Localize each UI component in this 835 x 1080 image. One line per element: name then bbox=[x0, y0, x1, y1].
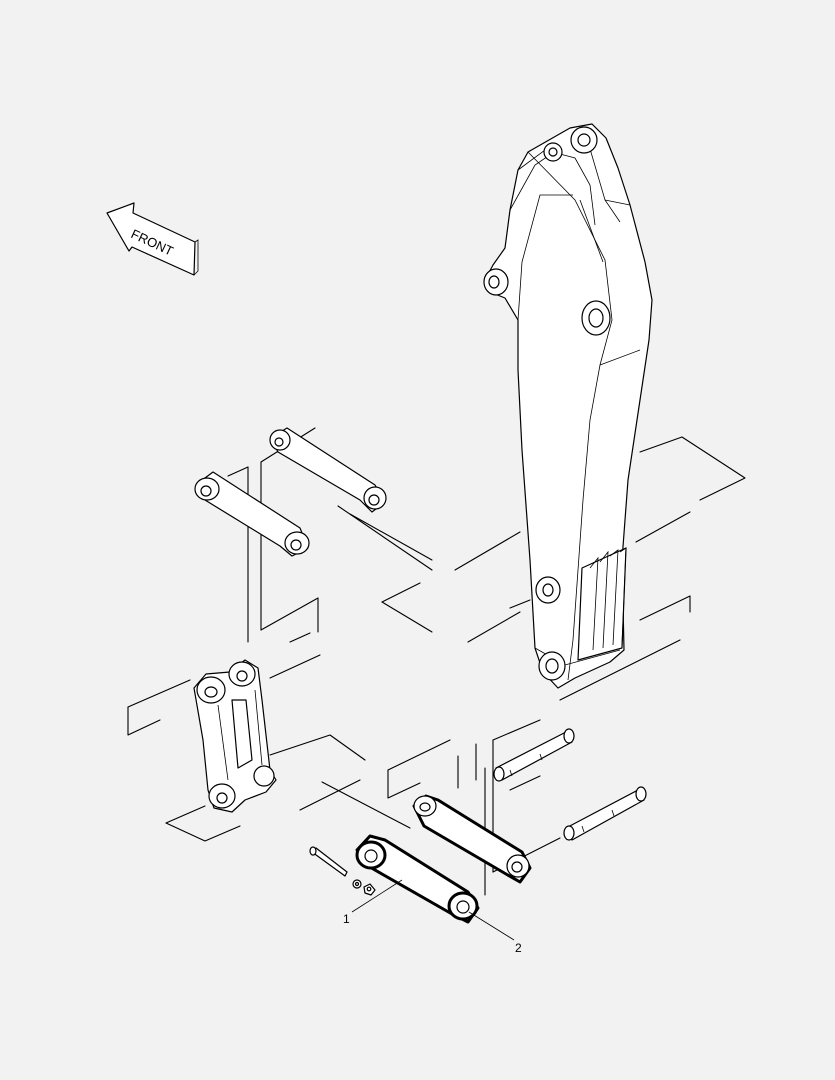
link-lower-rear bbox=[412, 794, 532, 884]
front-arrow: FRONT bbox=[106, 202, 199, 276]
h-link bbox=[193, 659, 277, 813]
assembly-lines bbox=[127, 379, 746, 896]
callout-2: 2 bbox=[468, 911, 522, 955]
link-upper-rear bbox=[269, 427, 387, 513]
nut bbox=[363, 883, 376, 896]
callout-1: 1 bbox=[343, 879, 403, 926]
bolt bbox=[309, 846, 348, 877]
pin-lower bbox=[563, 786, 647, 841]
callout-label-2: 2 bbox=[515, 941, 522, 955]
link-upper-front bbox=[194, 471, 310, 557]
boom bbox=[483, 123, 653, 689]
pin-upper bbox=[493, 728, 575, 782]
link-lower-front bbox=[355, 834, 480, 924]
washer bbox=[352, 879, 362, 889]
callout-label-1: 1 bbox=[343, 912, 350, 926]
